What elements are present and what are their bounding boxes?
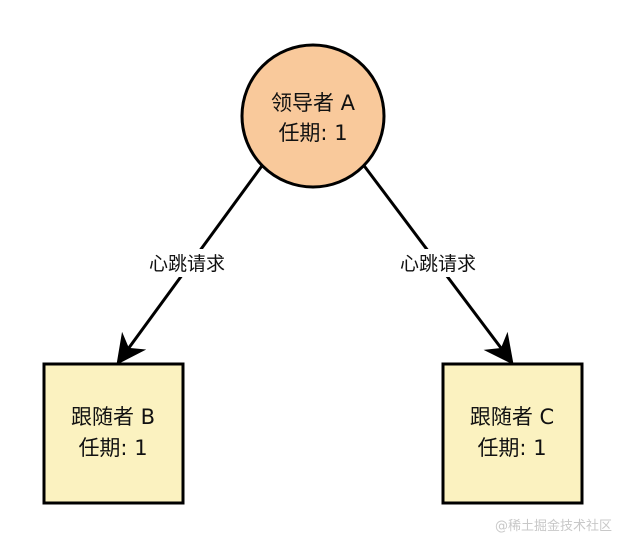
follower-c-node: 跟随者 C 任期: 1 bbox=[441, 362, 584, 505]
leader-title: 领导者 A bbox=[271, 91, 356, 115]
follower-b-box bbox=[42, 362, 185, 505]
follower-b-title: 跟随者 B bbox=[71, 405, 155, 429]
follower-b-term: 任期: 1 bbox=[78, 436, 147, 460]
edge-right-label-bg bbox=[390, 249, 486, 277]
edge-left-label: 心跳请求 bbox=[149, 253, 225, 275]
leader-circle bbox=[240, 43, 386, 189]
follower-c-title: 跟随者 C bbox=[470, 405, 554, 429]
watermark: @稀土掘金技术社区 bbox=[495, 518, 612, 534]
edge-left-label-bg bbox=[139, 249, 235, 277]
edge-right-label: 心跳请求 bbox=[400, 253, 476, 275]
follower-b-node: 跟随者 B 任期: 1 bbox=[42, 362, 185, 505]
leader-term: 任期: 1 bbox=[278, 121, 347, 145]
follower-c-box bbox=[441, 362, 584, 505]
leader-node: 领导者 A 任期: 1 bbox=[240, 43, 386, 189]
follower-c-term: 任期: 1 bbox=[477, 436, 546, 460]
